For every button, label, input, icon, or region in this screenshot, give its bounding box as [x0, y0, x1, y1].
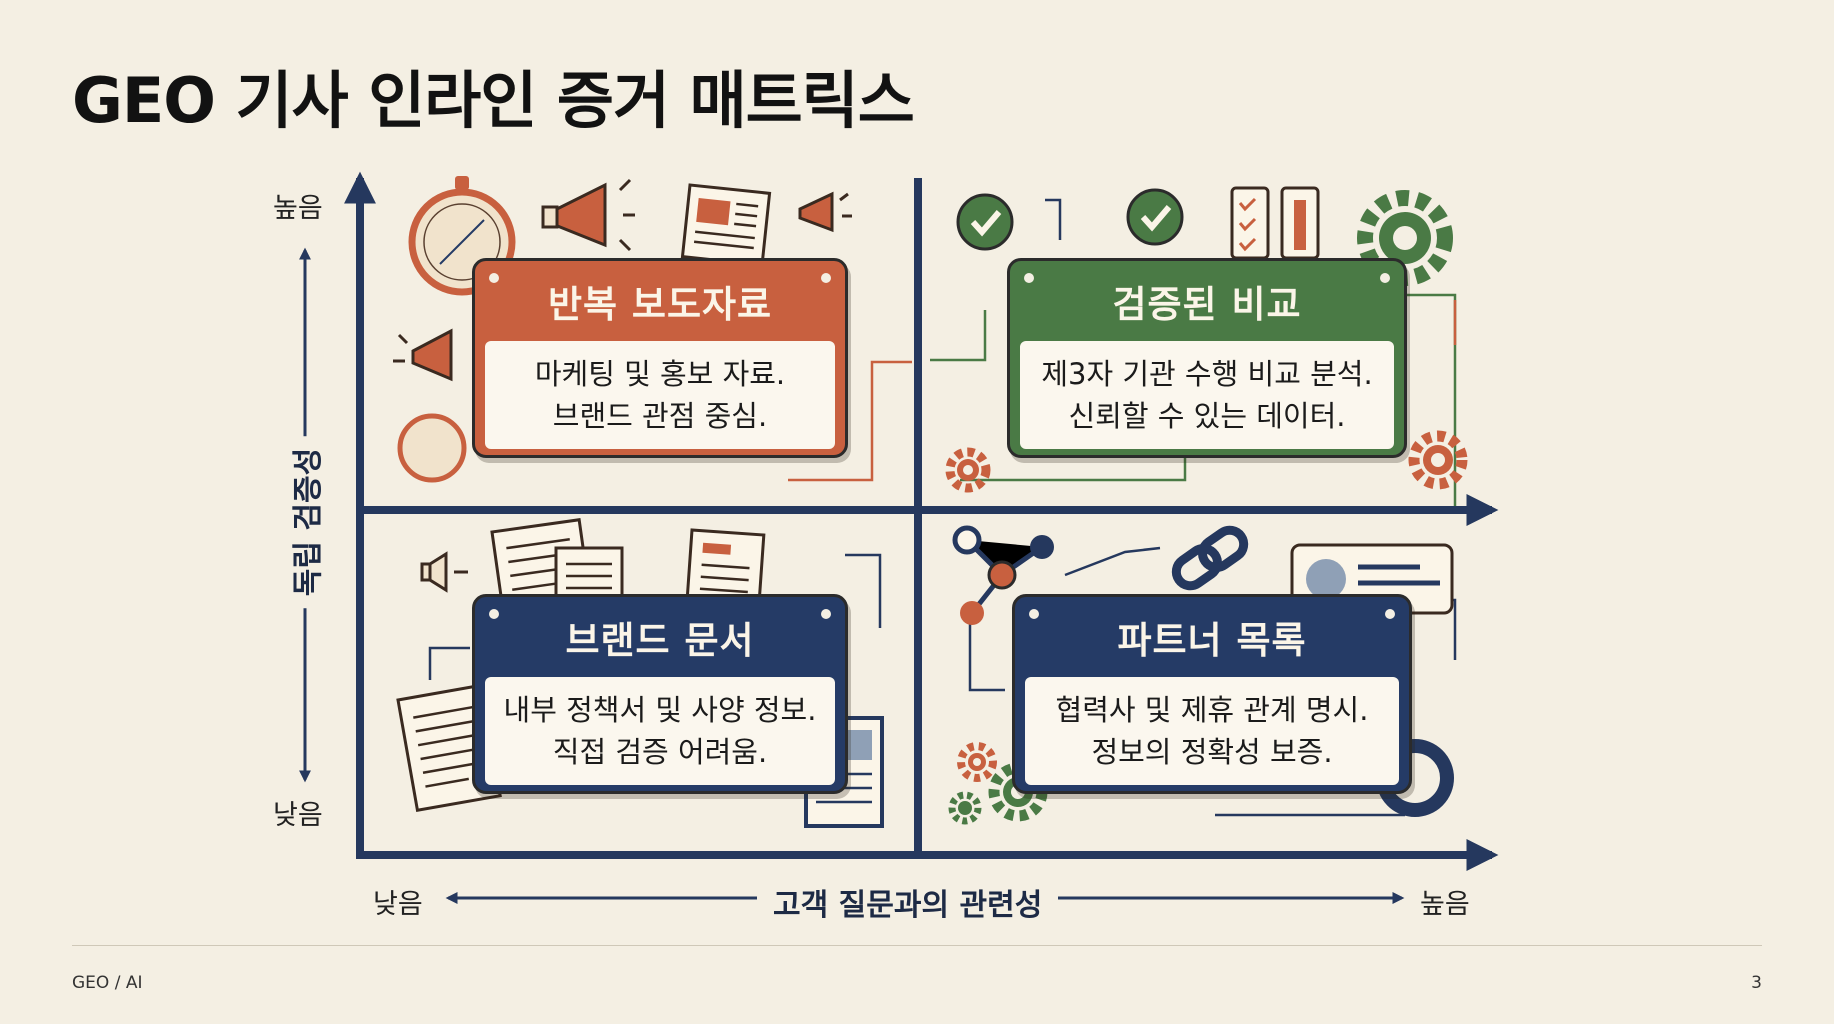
quadrant-card-verified-comparison: 검증된 비교 제3자 기관 수행 비교 분석. 신뢰할 수 있는 데이터. [1007, 258, 1407, 458]
y-axis-title: 독립 검증성 [283, 435, 327, 609]
quadrant-description: 협력사 및 제휴 관계 명시. 정보의 정확성 보증. [1025, 677, 1399, 785]
quadrant-title: 검증된 비교 [1112, 283, 1302, 326]
connector-line [930, 310, 987, 362]
footer-label: GEO / AI [72, 973, 143, 993]
description-line: 제3자 기관 수행 비교 분석. [1041, 357, 1373, 391]
connector-line [788, 360, 912, 482]
megaphone-icon [541, 178, 635, 252]
description-line: 브랜드 관점 중심. [552, 399, 768, 433]
connector-line [845, 553, 882, 628]
newspaper-icon [680, 183, 772, 267]
gear-icon [957, 742, 997, 782]
connector-line [1400, 293, 1457, 512]
connector-line [1045, 198, 1062, 240]
page-title: GEO 기사 인라인 증거 매트릭스 [72, 64, 915, 137]
page-number: 3 [1751, 973, 1762, 993]
description-line: 협력사 및 제휴 관계 명시. [1055, 693, 1369, 727]
gear-icon [1408, 430, 1468, 490]
quadrant-description: 제3자 기관 수행 비교 분석. 신뢰할 수 있는 데이터. [1020, 341, 1394, 449]
x-axis-low-label: 낮음 [373, 889, 423, 920]
speaker-icon [420, 551, 468, 593]
quadrant-title: 반복 보도자료 [547, 283, 773, 326]
connector-line [968, 620, 1005, 692]
description-line: 마케팅 및 홍보 자료. [534, 357, 786, 391]
gear-icon [945, 447, 991, 493]
thermometer-chart-icon [1280, 186, 1320, 260]
footer-divider [72, 945, 1762, 946]
x-axis-title: 고객 질문과의 관련성 [757, 880, 1059, 924]
description-line: 신뢰할 수 있는 데이터. [1068, 399, 1346, 433]
quadrant-title: 파트너 목록 [1117, 619, 1307, 662]
x-axis-high-label: 높음 [1420, 889, 1470, 920]
quadrant-card-brand-document: 브랜드 문서 내부 정책서 및 사양 정보. 직접 검증 어려움. [472, 594, 848, 794]
quadrant-card-partner-list: 파트너 목록 협력사 및 제휴 관계 명시. 정보의 정확성 보증. [1012, 594, 1412, 794]
check-circle-icon [956, 193, 1014, 251]
description-line: 정보의 정확성 보증. [1091, 735, 1333, 769]
connector-line [428, 646, 470, 680]
chain-link-icon [1171, 525, 1249, 591]
compass-icon [397, 413, 467, 483]
quadrant-title: 브랜드 문서 [565, 619, 755, 662]
megaphone-icon [393, 328, 453, 382]
y-axis-high-label: 높음 [273, 193, 323, 224]
description-line: 직접 검증 어려움. [552, 735, 768, 769]
check-circle-icon [1126, 188, 1184, 246]
quadrant-card-press-release: 반복 보도자료 마케팅 및 홍보 자료. 브랜드 관점 중심. [472, 258, 848, 458]
connector-line [960, 455, 1187, 482]
quadrant-description: 내부 정책서 및 사양 정보. 직접 검증 어려움. [485, 677, 835, 785]
megaphone-icon [798, 191, 852, 233]
checklist-icon [1230, 186, 1270, 260]
description-line: 내부 정책서 및 사양 정보. [503, 693, 817, 727]
y-axis-low-label: 낮음 [273, 800, 323, 831]
network-nodes-icon [952, 525, 1054, 625]
connector-lines [428, 198, 1457, 817]
quadrant-description: 마케팅 및 홍보 자료. 브랜드 관점 중심. [485, 341, 835, 449]
connector-line [1064, 546, 1161, 577]
gear-icon [948, 791, 982, 825]
